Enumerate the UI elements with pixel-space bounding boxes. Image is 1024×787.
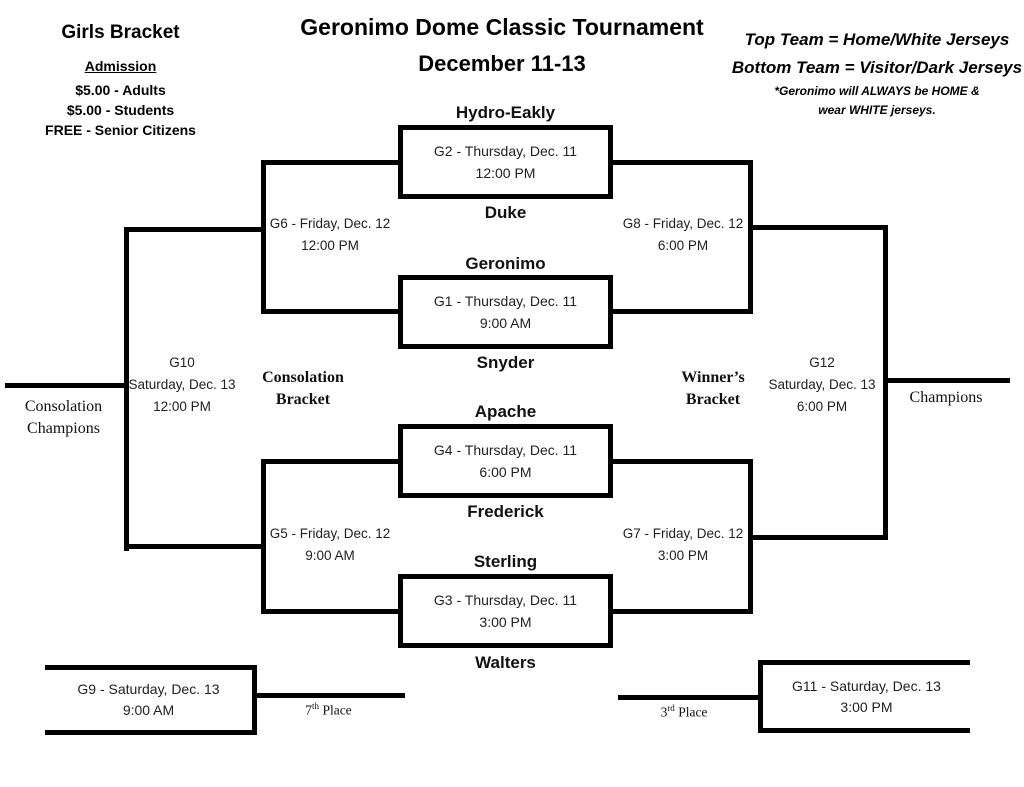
game-g8: G8 - Friday, Dec. 12 6:00 PM [613, 213, 753, 257]
consolation-champions-label: Consolation Champions [24, 398, 103, 437]
g6-vertical-line [261, 160, 266, 314]
note-geronimo-home: *Geronimo will ALWAYS be HOME & [774, 84, 980, 98]
g1-label: G1 - Thursday, Dec. 11 [433, 292, 578, 309]
g7-time: 3:00 PM [657, 548, 709, 563]
game-box-g1: G1 - Thursday, Dec. 11 9:00 AM [398, 275, 613, 349]
admission-item-students: $5.00 - Students [66, 102, 175, 118]
tournament-title: Geronimo Dome Classic Tournament [300, 14, 704, 40]
g3-label: G3 - Thursday, Dec. 11 [433, 591, 578, 608]
g6-time: 12:00 PM [301, 238, 359, 253]
team-duke: Duke [484, 203, 527, 222]
g10-name: G10 [169, 355, 195, 370]
tournament-header: Geronimo Dome Classic Tournament Decembe… [282, 16, 722, 77]
g7-top-line [612, 459, 753, 464]
third-place-line [618, 695, 760, 700]
game-g6: G6 - Friday, Dec. 12 12:00 PM [260, 213, 400, 257]
seventh-place-line [252, 693, 405, 698]
admission-item-seniors: FREE - Senior Citizens [45, 122, 196, 138]
g8-time: 6:00 PM [657, 238, 709, 253]
g7-output-line [748, 535, 888, 540]
team-sterling: Sterling [473, 552, 538, 571]
g3-time: 3:00 PM [479, 613, 532, 630]
g9-label: G9 - Saturday, Dec. 13 [77, 681, 220, 698]
game-box-g9: G9 - Saturday, Dec. 13 9:00 AM [45, 665, 257, 735]
consolation-bracket-label: Consolation Bracket [262, 369, 344, 408]
champions-line [883, 378, 1010, 383]
g8-label: G8 - Friday, Dec. 12 [622, 216, 744, 231]
g10-time: 12:00 PM [153, 399, 211, 414]
consolation-champion-line [5, 383, 127, 388]
g5-bottom-line [261, 609, 400, 614]
game-box-g11: G11 - Saturday, Dec. 13 3:00 PM [758, 660, 970, 733]
g5-time: 9:00 AM [305, 548, 355, 563]
tournament-dates: December 11-13 [418, 51, 586, 76]
g6-bottom-line [261, 309, 400, 314]
note-white-jerseys: wear WHITE jerseys. [818, 103, 936, 117]
g4-time: 6:00 PM [479, 463, 532, 480]
g12-name: G12 [809, 355, 835, 370]
note-top-team: Top Team = Home/White Jerseys [744, 30, 1010, 49]
g12-date: Saturday, Dec. 13 [768, 377, 876, 392]
game-box-g2: G2 - Thursday, Dec. 11 12:00 PM [398, 125, 613, 199]
seventh-place-label: 7th Place [305, 701, 352, 718]
admission-item-adults: $5.00 - Adults [75, 82, 166, 98]
note-bottom-team: Bottom Team = Visitor/Dark Jerseys [731, 58, 1023, 77]
team-hydro-eakly: Hydro-Eakly [455, 103, 556, 122]
g5-vertical-line [261, 459, 266, 614]
team-apache: Apache [474, 402, 537, 421]
g5-label: G5 - Friday, Dec. 12 [269, 526, 391, 541]
game-g5: G5 - Friday, Dec. 12 9:00 AM [260, 523, 400, 567]
g7-bottom-line [612, 609, 753, 614]
g8-top-line [612, 160, 753, 165]
third-place-label: 3rd Place [660, 703, 708, 720]
g6-top-line [261, 160, 400, 165]
g1-time: 9:00 AM [479, 314, 532, 331]
team-geronimo: Geronimo [465, 254, 546, 273]
g10-vertical-line [124, 227, 129, 551]
girls-bracket-header: Girls Bracket Admission $5.00 - Adults $… [18, 22, 223, 140]
admission-heading: Admission [84, 58, 157, 74]
g2-time: 12:00 PM [475, 164, 536, 181]
game-g10: G10 Saturday, Dec. 13 12:00 PM [112, 352, 252, 418]
team-snyder: Snyder [476, 353, 535, 372]
g6-output-line [124, 227, 266, 232]
team-frederick: Frederick [467, 502, 544, 521]
bracket-title: Girls Bracket [61, 22, 180, 43]
g5-top-line [261, 459, 400, 464]
g8-output-line [748, 225, 888, 230]
jersey-notes: Top Team = Home/White Jerseys Bottom Tea… [730, 26, 1024, 120]
g10-date: Saturday, Dec. 13 [128, 377, 236, 392]
game-g7: G7 - Friday, Dec. 12 3:00 PM [613, 523, 753, 567]
g4-label: G4 - Thursday, Dec. 11 [433, 441, 578, 458]
g6-label: G6 - Friday, Dec. 12 [269, 216, 391, 231]
winners-bracket-label: Winner’s Bracket [681, 369, 745, 408]
g12-time: 6:00 PM [796, 399, 848, 414]
g2-label: G2 - Thursday, Dec. 11 [433, 142, 578, 159]
game-box-g4: G4 - Thursday, Dec. 11 6:00 PM [398, 424, 613, 498]
game-g12: G12 Saturday, Dec. 13 6:00 PM [752, 352, 892, 418]
g5-output-line [124, 544, 266, 549]
team-walters: Walters [475, 653, 536, 672]
g8-vertical-line [748, 160, 753, 314]
g11-time: 3:00 PM [840, 698, 893, 715]
game-box-g3: G3 - Thursday, Dec. 11 3:00 PM [398, 574, 613, 648]
g8-bottom-line [612, 309, 753, 314]
g11-label: G11 - Saturday, Dec. 13 [792, 677, 941, 694]
champions-label: Champions [909, 389, 983, 406]
g7-label: G7 - Friday, Dec. 12 [622, 526, 744, 541]
g9-time: 9:00 AM [122, 702, 175, 718]
